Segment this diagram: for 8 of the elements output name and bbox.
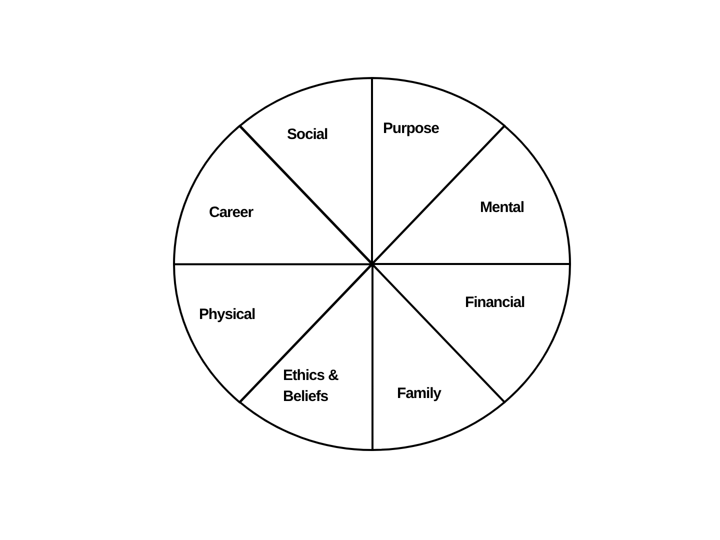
segment-label: Financial [465, 293, 525, 313]
segment-label: Career [209, 202, 253, 223]
segment-label: Family [397, 384, 441, 404]
segment-label: Ethics & Beliefs [282, 366, 340, 407]
segment-label: Physical [199, 305, 256, 325]
segment-label: Purpose [383, 119, 439, 139]
segment-label: Mental [480, 198, 524, 218]
segment-label: Social [286, 125, 328, 145]
